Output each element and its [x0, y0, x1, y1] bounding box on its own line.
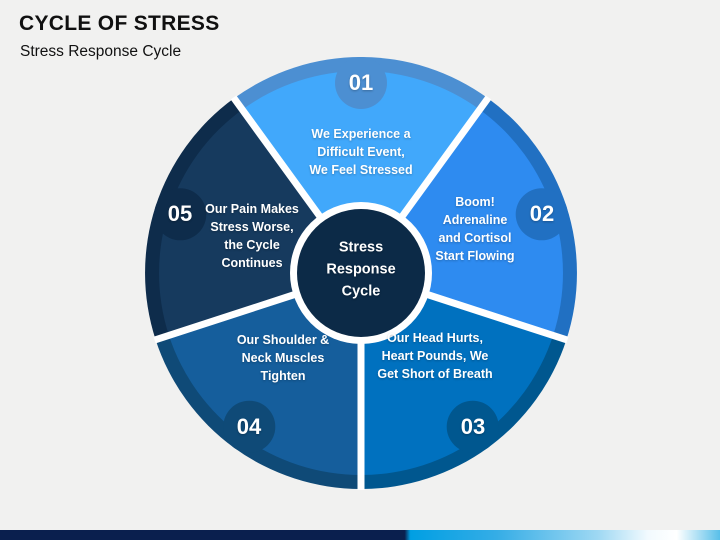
segment-02-number: 02	[529, 201, 555, 226]
slide-subtitle: Stress Response Cycle	[20, 43, 182, 60]
segment-03-number: 03	[460, 414, 486, 439]
segment-01-number: 01	[348, 70, 374, 95]
segment-01-label: We Experience a Difficult Event, We Feel…	[309, 126, 413, 178]
center-hub	[297, 209, 425, 337]
segment-04-label: Our Shoulder & Neck Muscles Tighten	[236, 332, 330, 384]
stress-cycle-wheel: We Experience a Difficult Event, We Feel…	[131, 43, 591, 503]
segment-05-number: 05	[167, 201, 193, 226]
segment-03-label: Our Head Hurts, Heart Pounds, We Get Sho…	[377, 330, 493, 382]
slide-title: CYCLE OF STRESS	[19, 12, 220, 35]
wheel-dividers	[153, 95, 569, 490]
segment-03-number-badge	[446, 400, 499, 453]
bottom-accent-bar	[0, 530, 720, 540]
segment-01-wedge	[242, 71, 480, 273]
center-label: Stress Response Cycle	[326, 239, 396, 299]
segment-01-number-badge	[335, 57, 387, 109]
segment-02-label: Boom! Adrenaline and Cortisol Start Flow…	[435, 194, 515, 264]
segment-02-number-badge	[515, 188, 568, 241]
segment-05-label: Our Pain Makes Stress Worse, the Cycle C…	[205, 201, 299, 271]
segment-05-number-badge	[154, 188, 207, 241]
cycle-wheel-graphic	[145, 57, 577, 490]
segment-04-number-badge	[223, 400, 276, 453]
segment-04-number: 04	[236, 414, 262, 439]
